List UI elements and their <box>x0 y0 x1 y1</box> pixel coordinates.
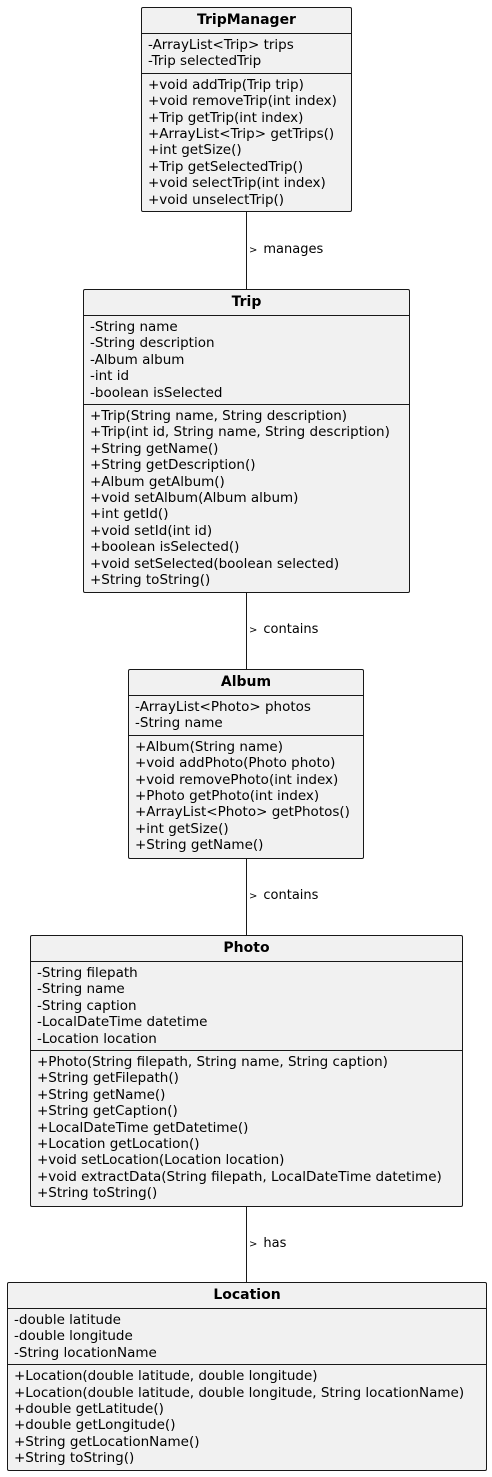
method-line: +void extractData(String filepath, Local… <box>37 1168 442 1185</box>
class-trip: Trip -String name-String description-Alb… <box>83 289 410 593</box>
method-line: +String getCaption() <box>37 1103 178 1120</box>
method-line: +String getDescription() <box>90 457 256 474</box>
method-line: +void removePhoto(int index) <box>135 771 339 788</box>
method-line: +Location(double latitude, double longit… <box>14 1368 318 1385</box>
attribute-line: -String name <box>90 319 178 335</box>
methods: +Album(String name)+void addPhoto(Photo … <box>129 734 363 857</box>
method-line: +String toString() <box>90 572 211 589</box>
method-line: +String getName() <box>90 440 219 457</box>
method-line: +double getLatitude() <box>14 1401 164 1418</box>
association-label: >contains <box>249 622 319 637</box>
method-line: +void setAlbum(Album album) <box>90 490 299 507</box>
class-location: Location -double latitude-double longitu… <box>7 1282 487 1471</box>
attribute-line: -double latitude <box>14 1312 121 1328</box>
class-photo: Photo -String filepath-String name-Strin… <box>30 935 463 1207</box>
attribute-line: -String filepath <box>37 965 138 981</box>
methods: +void addTrip(Trip trip)+void removeTrip… <box>142 72 351 211</box>
attributes: -String name-String description-Album al… <box>84 316 409 404</box>
method-line: +Location getLocation() <box>37 1136 200 1153</box>
attribute-line: -String name <box>37 981 125 998</box>
method-line: +void selectTrip(int index) <box>148 175 326 192</box>
method-line: +Album(String name) <box>135 738 283 755</box>
attribute-line: -String caption <box>37 997 137 1014</box>
method-line: +String toString() <box>14 1450 135 1467</box>
class-name: TripManager <box>142 8 351 34</box>
methods: +Trip(String name, String description)+T… <box>84 404 409 591</box>
attributes: -ArrayList<Trip> trips-Trip selectedTrip <box>142 34 351 73</box>
attribute-line: -double longitude <box>14 1328 133 1345</box>
method-line: +void unselectTrip() <box>148 191 285 208</box>
association-line <box>246 593 247 669</box>
association-line <box>246 212 247 289</box>
method-line: +Trip getTrip(int index) <box>148 109 304 126</box>
attribute-line: -int id <box>90 368 130 385</box>
class-name: Photo <box>31 936 462 962</box>
method-line: +Photo getPhoto(int index) <box>135 788 320 805</box>
methods: +Photo(String filepath, String name, Str… <box>31 1050 462 1205</box>
method-line: +void addTrip(Trip trip) <box>148 76 304 93</box>
attribute-line: -Trip selectedTrip <box>148 53 262 70</box>
method-line: +int getId() <box>90 506 169 523</box>
methods: +Location(double latitude, double longit… <box>8 1364 486 1469</box>
method-line: +String getName() <box>37 1086 166 1103</box>
attribute-line: -ArrayList<Photo> photos <box>135 699 311 715</box>
attribute-line: -boolean isSelected <box>90 384 223 401</box>
attribute-line: -LocalDateTime datetime <box>37 1014 208 1031</box>
method-line: +Photo(String filepath, String name, Str… <box>37 1054 388 1071</box>
class-name: Location <box>8 1283 486 1309</box>
attributes: -ArrayList<Photo> photos-String name <box>129 696 363 735</box>
association-label: >has <box>249 1236 287 1251</box>
attribute-line: -Location location <box>37 1030 157 1047</box>
method-line: +int getSize() <box>148 142 242 159</box>
method-line: +LocalDateTime getDatetime() <box>37 1119 249 1136</box>
method-line: +void setLocation(Location location) <box>37 1152 285 1169</box>
attribute-line: -String name <box>135 715 223 732</box>
method-line: +void addPhoto(Photo photo) <box>135 755 336 772</box>
method-line: +void removeTrip(int index) <box>148 93 337 110</box>
association-label: >manages <box>249 242 324 257</box>
method-line: +String toString() <box>37 1185 158 1202</box>
method-line: +void setSelected(boolean selected) <box>90 555 340 572</box>
method-line: +String getFilepath() <box>37 1070 179 1087</box>
method-line: +ArrayList<Photo> getPhotos() <box>135 804 350 821</box>
method-line: +void setId(int id) <box>90 522 213 539</box>
association-label: >contains <box>249 888 319 903</box>
method-line: +ArrayList<Trip> getTrips() <box>148 126 335 143</box>
method-line: +Trip(int id, String name, String descri… <box>90 424 390 441</box>
method-line: +int getSize() <box>135 820 229 837</box>
class-tripmanager: TripManager -ArrayList<Trip> trips-Trip … <box>141 7 352 212</box>
attribute-line: -String locationName <box>14 1344 157 1361</box>
attribute-line: -String description <box>90 335 215 352</box>
association-line <box>246 1207 247 1282</box>
attribute-line: -Album album <box>90 351 185 368</box>
association-line <box>246 859 247 935</box>
class-album: Album -ArrayList<Photo> photos-String na… <box>128 669 364 859</box>
method-line: +Album getAlbum() <box>90 473 225 490</box>
attributes: -String filepath-String name-String capt… <box>31 962 462 1050</box>
method-line: +String getName() <box>135 837 264 854</box>
attribute-line: -ArrayList<Trip> trips <box>148 37 294 53</box>
method-line: +boolean isSelected() <box>90 539 240 556</box>
attributes: -double latitude-double longitude-String… <box>8 1309 486 1364</box>
method-line: +Trip getSelectedTrip() <box>148 158 304 175</box>
method-line: +double getLongitude() <box>14 1417 176 1434</box>
class-name: Album <box>129 670 363 696</box>
method-line: +Trip(String name, String description) <box>90 408 348 425</box>
method-line: +Location(double latitude, double longit… <box>14 1384 465 1401</box>
method-line: +String getLocationName() <box>14 1433 200 1450</box>
class-name: Trip <box>84 290 409 316</box>
